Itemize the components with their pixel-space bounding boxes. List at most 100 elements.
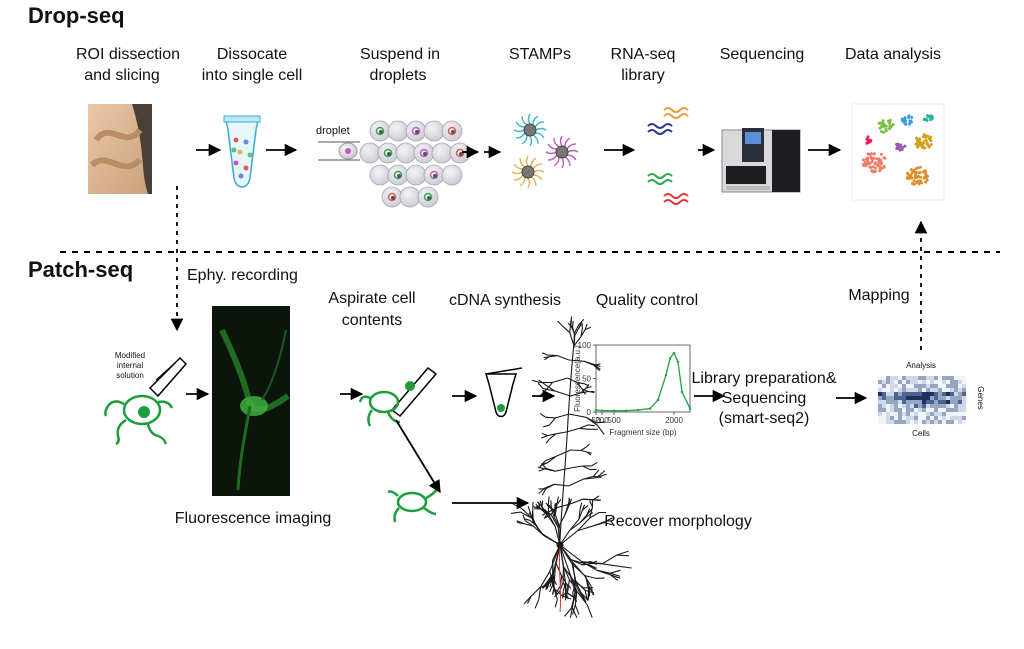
brain-slice-image xyxy=(88,104,152,194)
label-library-line3: (smart-seq2) xyxy=(719,410,810,427)
neurite xyxy=(542,501,543,507)
heatmap-cell xyxy=(946,384,950,388)
heatmap-cell xyxy=(918,412,922,416)
heatmap-cell xyxy=(938,388,942,392)
cluster-point xyxy=(920,141,923,144)
heatmap-cell xyxy=(954,392,958,396)
stamp-strand xyxy=(514,130,524,132)
heatmap-cell xyxy=(938,376,942,380)
heatmap-cell xyxy=(914,376,918,380)
neuron-icon xyxy=(388,488,438,522)
heatmap-cell xyxy=(910,384,914,388)
heatmap-cell xyxy=(926,396,930,400)
stamps-beads-icon xyxy=(512,114,578,188)
heatmap-cell xyxy=(894,392,898,396)
heatmap-cell xyxy=(902,384,906,388)
heatmap-cell xyxy=(882,388,886,392)
heatmap-cell xyxy=(934,416,938,420)
heatmap-cell xyxy=(938,384,942,388)
label-library-line2: Sequencing xyxy=(722,390,807,407)
neurite xyxy=(602,564,618,566)
heatmap-cell xyxy=(882,384,886,388)
expression-heatmap: Analysis Genes Cells xyxy=(878,361,985,438)
droplet xyxy=(360,143,380,163)
heatmap-cell xyxy=(954,376,958,380)
step-label-dissociate-line1: Dissocate xyxy=(217,46,287,63)
heatmap-cell xyxy=(890,416,894,420)
heatmap-cell xyxy=(878,408,882,412)
heatmap-cell xyxy=(894,380,898,384)
droplet-bead xyxy=(433,174,437,178)
droplet-bead xyxy=(379,130,383,134)
heatmap-cell xyxy=(942,404,946,408)
stamp-strand xyxy=(516,133,525,138)
heatmap-cell xyxy=(938,412,942,416)
cdna-tube-icon xyxy=(486,368,522,417)
heatmap-cell xyxy=(898,420,902,424)
droplet-bead xyxy=(391,196,395,200)
heatmap-cell xyxy=(934,396,938,400)
heatmap-cell xyxy=(910,392,914,396)
heatmap-cell xyxy=(942,384,946,388)
heatmap-cell xyxy=(950,408,954,412)
neurite xyxy=(566,428,579,432)
sequencer-machine-icon xyxy=(722,128,800,192)
heatmap-cell xyxy=(962,412,966,416)
cluster-point xyxy=(869,139,872,142)
neurite xyxy=(596,422,605,423)
label-modified-line1: Modified xyxy=(115,351,145,360)
heatmap-cell xyxy=(890,412,894,416)
cluster-point xyxy=(925,142,928,145)
heatmap-cell xyxy=(942,392,946,396)
qc-data-point xyxy=(613,409,616,412)
heatmap-cell xyxy=(946,380,950,384)
heatmap-cell xyxy=(942,412,946,416)
stamp-strand xyxy=(512,172,522,174)
stamp-bead xyxy=(522,166,534,178)
neurite xyxy=(555,391,571,396)
cluster-point xyxy=(871,170,874,173)
droplet xyxy=(406,165,426,185)
qc-y-axis-label: Fluorescence(a.u.) xyxy=(573,345,582,412)
neurite xyxy=(580,503,582,510)
neurite xyxy=(513,504,522,509)
heatmap-cell xyxy=(930,380,934,384)
heatmap-cell xyxy=(890,384,894,388)
qc-data-point xyxy=(689,407,692,410)
heatmap-cell xyxy=(906,408,910,412)
heatmap-cell xyxy=(954,384,958,388)
heatmap-cell xyxy=(890,404,894,408)
cluster-point xyxy=(920,181,923,184)
heatmap-cell xyxy=(902,380,906,384)
heatmap-cell xyxy=(926,420,930,424)
heatmap-cell xyxy=(910,376,914,380)
neurite xyxy=(555,600,557,608)
stamp-strand xyxy=(546,152,556,154)
heatmap-cell xyxy=(890,396,894,400)
neurite xyxy=(544,357,550,358)
cluster-point xyxy=(880,161,883,164)
heatmap-cell xyxy=(914,416,918,420)
heatmap-cell xyxy=(906,416,910,420)
heatmap-cell xyxy=(946,400,950,404)
heatmap-cell xyxy=(934,376,938,380)
heatmap-cell xyxy=(958,408,962,412)
qc-x-axis-label: Fragment size (bp) xyxy=(609,428,676,437)
heatmap-cell xyxy=(934,408,938,412)
heatmap-cell xyxy=(942,416,946,420)
cluster-point xyxy=(882,156,885,159)
heatmap-cell xyxy=(950,416,954,420)
heatmap-cell xyxy=(910,388,914,392)
heatmap-cell xyxy=(902,404,906,408)
heatmap-cell xyxy=(926,412,930,416)
neurite xyxy=(535,600,539,609)
step-label-roi-line1: ROI dissection xyxy=(76,46,180,63)
droplet xyxy=(442,165,462,185)
cluster-point xyxy=(862,158,865,161)
cluster-point xyxy=(877,161,880,164)
heatmap-label-genes: Genes xyxy=(976,386,985,410)
heatmap-cell xyxy=(882,420,886,424)
cluster-point xyxy=(882,119,885,122)
neurite xyxy=(581,447,586,451)
